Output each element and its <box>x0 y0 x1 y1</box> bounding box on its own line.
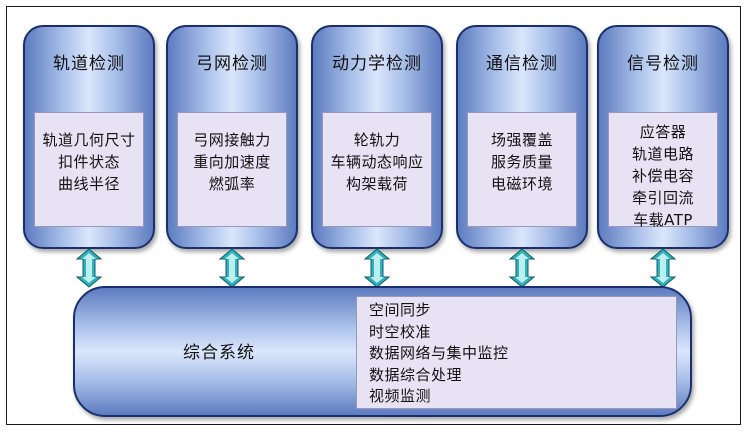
integrated-system: 综合系统 空间同步 时空校准 数据网络与集中监控 数据综合处理 视频监测 <box>73 286 692 417</box>
system-item: 时空校准 <box>369 322 432 341</box>
module-item: 轨道电路 <box>631 145 694 163</box>
module-item: 车载ATP <box>633 211 693 229</box>
module-item: 车辆动态响应 <box>330 153 424 171</box>
system-item: 数据网络与集中监控 <box>369 344 509 362</box>
module-title: 信号检测 <box>627 54 699 74</box>
diagram-frame: 轨道检测 轨道几何尺寸 扣件状态 曲线半径 弓网检测 弓网接触力 重向加速度 燃… <box>6 6 741 425</box>
module-item: 扣件状态 <box>57 153 120 171</box>
system-title: 综合系统 <box>183 343 255 363</box>
module-communication-inspection: 通信检测 场强覆盖 服务质量 电磁环境 <box>456 25 588 249</box>
system-item: 数据综合处理 <box>369 365 463 384</box>
double-arrow-vertical-icon <box>364 248 390 288</box>
module-title: 通信检测 <box>486 54 558 74</box>
module-item: 服务质量 <box>490 153 553 171</box>
module-item: 构架载荷 <box>345 175 408 193</box>
module-item: 轨道几何尺寸 <box>42 131 136 149</box>
module-title: 轨道检测 <box>53 54 125 74</box>
module-pantograph-inspection: 弓网检测 弓网接触力 重向加速度 燃弧率 <box>166 25 298 249</box>
module-item: 重向加速度 <box>193 153 271 171</box>
module-items-panel: 轮轨力 车辆动态响应 构架载荷 <box>322 112 432 227</box>
system-items-panel: 空间同步 时空校准 数据网络与集中监控 数据综合处理 视频监测 <box>356 296 677 409</box>
module-item: 弓网接触力 <box>193 131 271 149</box>
module-items-panel: 场强覆盖 服务质量 电磁环境 <box>467 112 577 227</box>
module-item: 补偿电容 <box>631 167 694 185</box>
module-dynamics-inspection: 动力学检测 轮轨力 车辆动态响应 构架载荷 <box>311 25 443 249</box>
double-arrow-vertical-icon <box>219 248 245 288</box>
system-item: 视频监测 <box>369 387 432 405</box>
module-item: 曲线半径 <box>57 175 120 193</box>
double-arrow-vertical-icon <box>509 248 535 288</box>
module-items-panel: 弓网接触力 重向加速度 燃弧率 <box>177 112 287 227</box>
module-track-inspection: 轨道检测 轨道几何尺寸 扣件状态 曲线半径 <box>23 25 155 249</box>
module-item: 牵引回流 <box>631 189 694 207</box>
module-item: 应答器 <box>639 123 687 141</box>
module-title: 弓网检测 <box>196 54 268 74</box>
module-item: 电磁环境 <box>490 175 553 193</box>
system-item: 空间同步 <box>369 301 432 319</box>
module-items-panel: 轨道几何尺寸 扣件状态 曲线半径 <box>34 112 144 227</box>
module-item: 场强覆盖 <box>490 131 553 149</box>
module-item: 轮轨力 <box>353 131 401 149</box>
module-items-panel: 应答器 轨道电路 补偿电容 牵引回流 车载ATP <box>608 112 718 229</box>
double-arrow-vertical-icon <box>650 248 676 288</box>
double-arrow-vertical-icon <box>76 248 102 288</box>
module-item: 燃弧率 <box>208 175 256 193</box>
module-signal-inspection: 信号检测 应答器 轨道电路 补偿电容 牵引回流 车载ATP <box>597 25 729 249</box>
module-title: 动力学检测 <box>332 54 422 74</box>
